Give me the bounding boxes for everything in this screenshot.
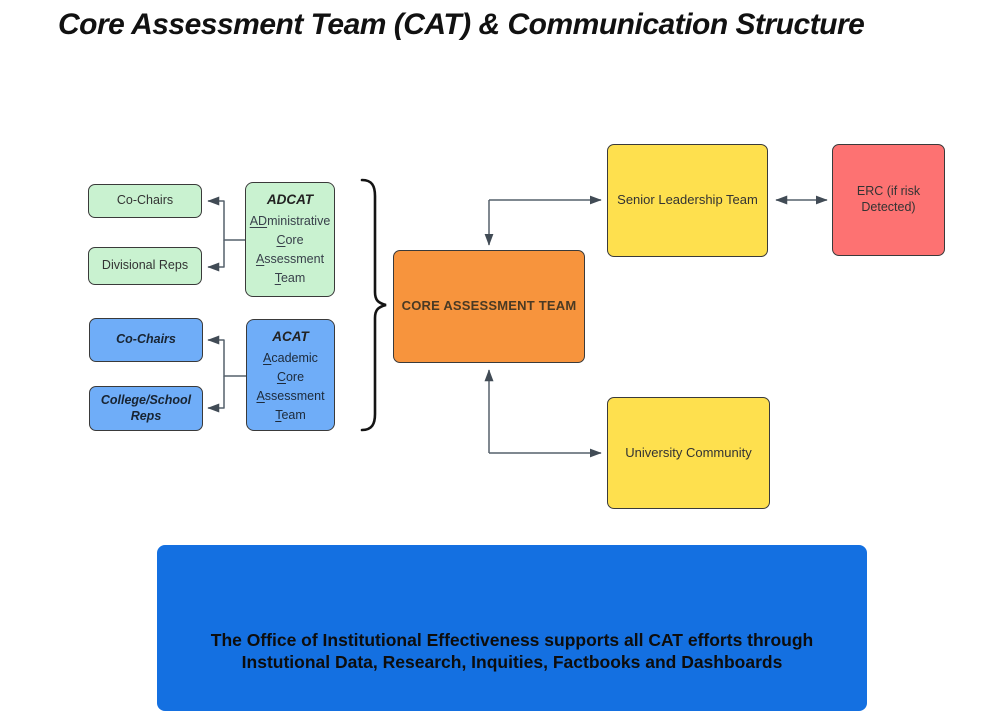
core-assessment-team-box: CORE ASSESSMENT TEAM [393, 250, 585, 363]
institutional-effectiveness-banner: The Office of Institutional Effectivenes… [157, 545, 867, 711]
divisional-reps-label: Divisional Reps [101, 258, 189, 273]
university-community-box: University Community [607, 397, 770, 509]
adcat-line-administrative: ADministrative [249, 213, 331, 228]
adcat-co-chairs-box: Co-Chairs [88, 184, 202, 218]
college-school-reps-label: College/School Reps [100, 392, 192, 423]
banner-line-2: Instutional Data, Research, Inquities, F… [241, 652, 783, 673]
core-assessment-team-label: CORE ASSESSMENT TEAM [401, 298, 577, 314]
erc-label: ERC (if risk Detected) [856, 184, 921, 214]
curly-brace [360, 178, 387, 432]
erc-box: ERC (if risk Detected) [832, 144, 945, 256]
adcat-team-box: ADCAT ADministrative Core Assessment Tea… [245, 182, 335, 297]
senior-leadership-team-box: Senior Leadership Team [607, 144, 768, 257]
acat-line-team: Team [275, 407, 306, 422]
university-community-label: University Community [625, 444, 752, 460]
connector-acat-to-collegereps [207, 376, 225, 413]
adcat-line-team: Team [274, 270, 306, 285]
banner-line-1: The Office of Institutional Effectivenes… [210, 630, 814, 650]
acat-co-chairs-label: Co-Chairs [116, 332, 176, 347]
connector-adcat-to-divreps [207, 240, 225, 272]
adcat-acronym: ADCAT [266, 192, 314, 207]
connector-adcat-to-cochairs [207, 196, 247, 241]
adcat-co-chairs-label: Co-Chairs [116, 193, 174, 208]
acat-team-box: ACAT Academic Core Assessment Team [246, 319, 335, 431]
acat-line-core: Core [276, 369, 305, 384]
connector-acat-to-cochairs [207, 335, 247, 377]
acat-line-assessment: Assessment [256, 388, 325, 403]
adcat-line-core: Core [276, 232, 304, 247]
adcat-line-assessment: Assessment [255, 251, 325, 266]
acat-acronym: ACAT [272, 329, 309, 344]
divisional-reps-box: Divisional Reps [88, 247, 202, 285]
acat-co-chairs-box: Co-Chairs [89, 318, 203, 362]
senior-leadership-team-label: Senior Leadership Team [617, 192, 758, 208]
acat-line-academic: Academic [263, 350, 318, 365]
page-title: Core Assessment Team (CAT) & Communicati… [58, 8, 865, 41]
college-school-reps-box: College/School Reps [89, 386, 203, 431]
